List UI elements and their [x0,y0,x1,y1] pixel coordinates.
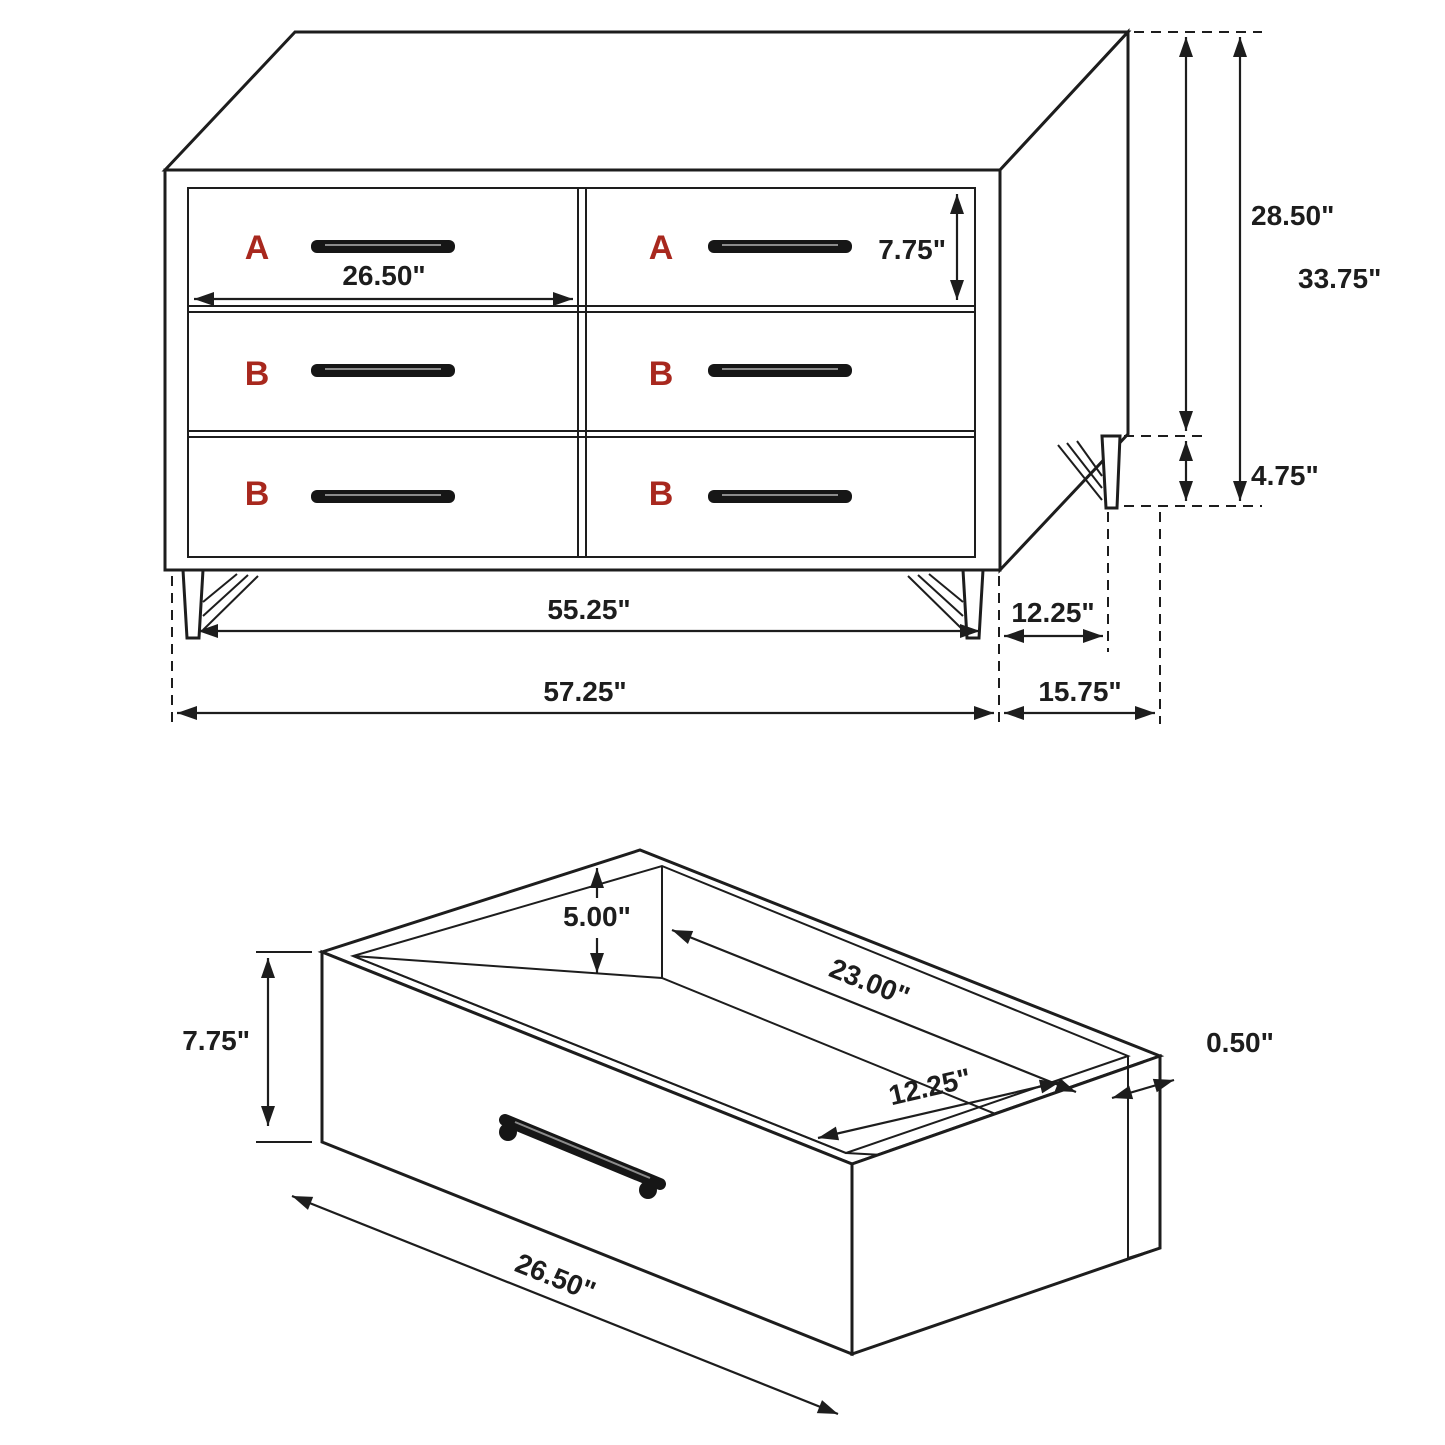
dim-front-width-label: 26.50" [511,1247,600,1307]
dresser-front-view: A A B B B B [161,28,1381,724]
dim-overall-depth-label: 15.75" [1038,676,1121,707]
dim-overall-depth: 15.75" [1004,676,1155,720]
drawer-handle-top-right [708,240,852,253]
drawer-label-bottom-right: B [649,475,674,513]
drawer-label-top-right: A [649,229,674,267]
back-right-leg [1057,434,1122,510]
dim-drawer-front-width: 26.50" [194,260,573,306]
dim-top-drawer-height-label: 7.75" [878,234,946,265]
front-left-leg [181,568,259,640]
dim-side-leg-depth-label: 12.25" [1011,597,1094,628]
hairpin-wire [917,574,964,617]
drawer-label-bottom-left: B [245,475,270,513]
dim-overall-width: 57.25" [177,676,994,720]
dim-arrow [291,1194,839,1416]
dim-overall-width-label: 57.25" [543,676,626,707]
handle-bar [311,364,455,377]
dim-side-leg-depth: 12.25" [1004,597,1103,643]
hairpin-wire [1076,440,1103,477]
dim-leg-height: 4.75" [1179,441,1319,501]
dim-arrow [671,928,1077,1094]
dim-drawer-front-width-label: 26.50" [342,260,425,291]
leg-post [1100,434,1122,510]
drawer-handle-top-left [311,240,455,253]
drawer-handle-middle-left [311,364,455,377]
dim-panel-thickness: 0.50" [1111,1027,1274,1100]
dim-arrow [817,1079,1061,1141]
dim-case-height-label: 28.50" [1251,200,1334,231]
handle-bar [708,240,852,253]
dim-case-width: 55.25" [198,594,980,638]
dim-front-height: 7.75" [182,958,275,1126]
hairpin-wire [202,574,249,617]
drawer-handle-bottom-right [708,490,852,503]
front-right-leg [907,568,985,640]
dim-top-drawer-height: 7.75" [878,194,964,300]
drawer-handle-bottom-left [311,490,455,503]
hairpin-wire [202,573,238,603]
dim-interior-depth-label: 5.00" [563,901,631,932]
leg-post [961,568,985,640]
handle-post [639,1181,657,1199]
dim-overall-height-label: 33.75" [1298,263,1381,294]
hairpin-wire [907,575,964,631]
handle-bar [708,490,852,503]
dresser-top-face [161,30,1132,172]
dim-panel-thickness-label: 0.50" [1206,1027,1274,1058]
dim-overall-height: 33.75" [1233,37,1381,501]
handle-post [499,1123,517,1141]
leg-post [181,568,205,640]
hairpin-wire [1066,442,1103,489]
dim-arrow [1111,1078,1175,1100]
handle-shine [514,1121,651,1179]
handle-bar [499,1114,666,1190]
side-panel-edge-bottom [1127,1247,1161,1259]
dim-case-width-label: 55.25" [547,594,630,625]
drawer-handle-middle-right [708,364,852,377]
drawer-detail-view: 7.75" 5.00" 23.00" 12.25" 0.50" 26.50" [182,848,1274,1416]
handle-bar [311,490,455,503]
drawer-label-top-left: A [245,229,270,267]
hairpin-wire [928,573,964,603]
dresser-front-face [163,168,1002,572]
dim-interior-depth: 5.00" [563,868,631,973]
dim-front-height-label: 7.75" [182,1025,250,1056]
front-frame [187,187,976,558]
dim-leg-height-label: 4.75" [1251,460,1319,491]
drawer-label-middle-left: B [245,355,270,393]
hairpin-wire [1057,444,1103,501]
handle-bar [311,240,455,253]
handle-bar [708,364,852,377]
dim-case-height: 28.50" [1179,37,1334,431]
drawer-pull-handle [499,1114,666,1199]
drawer-label-middle-right: B [649,355,674,393]
hairpin-wire [202,575,259,631]
